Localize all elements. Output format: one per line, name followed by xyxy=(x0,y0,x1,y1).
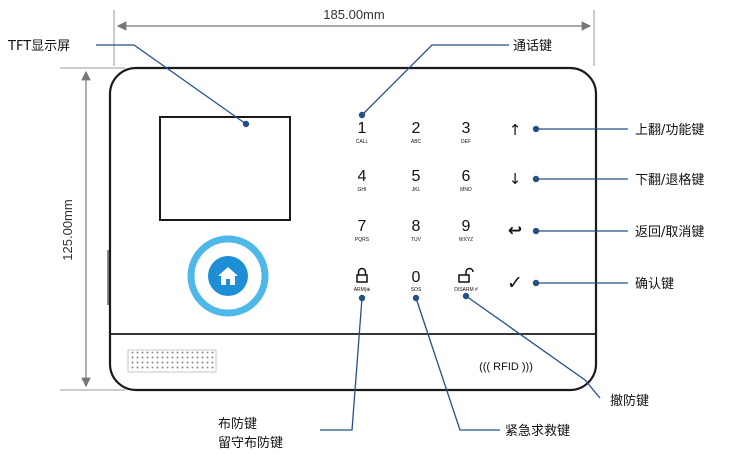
key-7[interactable]: 7 PQRS xyxy=(355,218,370,243)
callout-lines xyxy=(96,44,628,431)
svg-text:0: 0 xyxy=(412,269,421,286)
svg-text:DISARM #: DISARM # xyxy=(454,287,478,293)
nav-keys: ↑ ↓ ↩ ✓ xyxy=(507,121,523,294)
confirm-key-icon[interactable]: ✓ xyxy=(507,272,523,294)
svg-text:TUV: TUV xyxy=(411,237,422,243)
svg-text:4: 4 xyxy=(358,168,367,185)
svg-text:MNO: MNO xyxy=(460,187,472,193)
svg-text:3: 3 xyxy=(462,120,471,137)
svg-text:DEF: DEF xyxy=(461,139,471,145)
height-dimension: 125.00mm xyxy=(60,67,125,391)
key-arm[interactable]: ARM|⊕ xyxy=(354,267,371,294)
home-icon xyxy=(218,267,238,285)
svg-text:2: 2 xyxy=(412,120,421,137)
label-arm: 布防键 xyxy=(218,416,257,432)
label-up: 上翻/功能键 xyxy=(635,123,704,138)
home-button[interactable] xyxy=(187,235,269,317)
label-back: 返回/取消键 xyxy=(635,225,704,240)
label-stay-arm: 留守布防键 xyxy=(218,435,283,451)
svg-text:1: 1 xyxy=(358,120,367,137)
key-4[interactable]: 4 GHI xyxy=(358,168,367,193)
key-2[interactable]: 2 ABC xyxy=(411,120,422,145)
callout-labels: TFT显示屏 通话键 上翻/功能键 下翻/退格键 返回/取消键 确认键 撤防键 … xyxy=(7,39,704,451)
speaker-grille-icon xyxy=(127,349,217,373)
svg-text:GHI: GHI xyxy=(358,187,367,193)
label-tft: TFT显示屏 xyxy=(7,39,70,54)
keypad: 1 CALL 2 ABC 3 DEF 4 GHI 5 JKL 6 MNO 7 P… xyxy=(354,120,478,293)
svg-text:SOS: SOS xyxy=(411,287,422,293)
key-6[interactable]: 6 MNO xyxy=(460,168,472,193)
svg-text:WXYZ: WXYZ xyxy=(459,237,473,243)
tft-screen xyxy=(159,116,291,221)
key-1[interactable]: 1 CALL xyxy=(356,120,369,145)
key-3[interactable]: 3 DEF xyxy=(461,120,471,145)
height-label: 125.00mm xyxy=(60,199,75,260)
key-8[interactable]: 8 TUV xyxy=(411,218,422,243)
label-call: 通话键 xyxy=(513,39,552,54)
key-disarm[interactable]: DISARM # xyxy=(454,267,478,294)
label-down: 下翻/退格键 xyxy=(635,172,704,188)
rfid-label: ((( RFID ))) xyxy=(479,361,533,373)
svg-text:8: 8 xyxy=(412,218,421,235)
unlock-icon xyxy=(458,267,474,283)
svg-text:6: 6 xyxy=(462,168,471,185)
back-key-icon[interactable]: ↩ xyxy=(508,221,522,241)
key-9[interactable]: 9 WXYZ xyxy=(459,218,473,243)
svg-text:JKL: JKL xyxy=(412,187,421,193)
down-key-icon[interactable]: ↓ xyxy=(509,170,522,188)
svg-text:PQRS: PQRS xyxy=(355,237,370,243)
key-5[interactable]: 5 JKL xyxy=(412,168,421,193)
svg-text:7: 7 xyxy=(358,218,367,235)
svg-text:ARM|⊕: ARM|⊕ xyxy=(354,287,371,293)
up-key-icon[interactable]: ↑ xyxy=(509,121,522,139)
label-sos: 紧急求救键 xyxy=(505,423,570,439)
label-disarm: 撤防键 xyxy=(610,393,649,409)
label-confirm: 确认键 xyxy=(635,277,674,292)
svg-text:9: 9 xyxy=(462,218,471,235)
key-0[interactable]: 0 SOS xyxy=(411,269,422,293)
svg-text:5: 5 xyxy=(412,168,421,185)
width-label: 185.00mm xyxy=(323,7,384,22)
svg-text:ABC: ABC xyxy=(411,139,422,145)
width-dimension: 185.00mm xyxy=(113,7,595,66)
svg-text:CALL: CALL xyxy=(356,139,369,145)
lock-icon xyxy=(356,267,368,283)
